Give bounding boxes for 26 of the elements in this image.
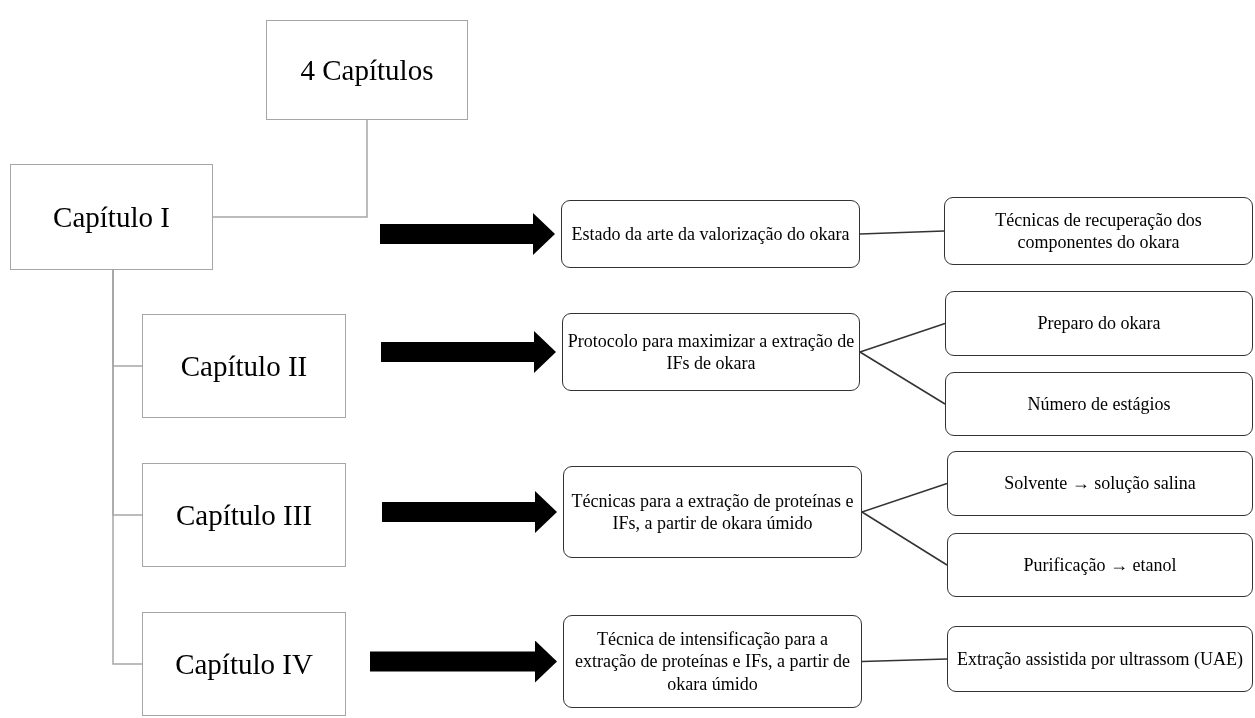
connector-line [859,322,946,353]
topic-box: Preparo do okara [945,291,1253,356]
topic-box: Solvente → solução salina [947,451,1253,516]
topic-box: Protocolo para maximizar a extração de IFs de okara [562,313,860,391]
chapter-box: Capítulo I [10,164,213,270]
block-arrow [381,331,556,373]
topic-box: Técnicas para a extração de proteínas e IFs, a partir de okara úmido [563,466,862,558]
topic-box: Extração assistida por ultrassom (UAE) [947,626,1253,692]
connector-line [861,482,948,513]
block-arrow [382,491,557,533]
topic-box: Estado da arte da valorização do okara [561,200,860,268]
connector-line [859,351,946,405]
connector-line [212,119,368,218]
connector-line [861,658,948,663]
topic-box: Técnicas de recuperação dos componentes do okara [944,197,1253,265]
chapter-box: 4 Capítulos [266,20,468,120]
block-arrow [370,640,557,683]
block-arrow [380,213,555,255]
chapter-box: Capítulo II [142,314,346,418]
topic-box: Purificação → etanol [947,533,1253,597]
topic-box: Número de estágios [945,372,1253,436]
connector-line [859,230,945,235]
chapter-box: Capítulo III [142,463,346,567]
connector-line [861,511,948,566]
topic-box: Técnica de intensificação para a extração de proteínas e IFs, a partir de okara úmido [563,615,862,708]
chapter-box: Capítulo IV [142,612,346,716]
